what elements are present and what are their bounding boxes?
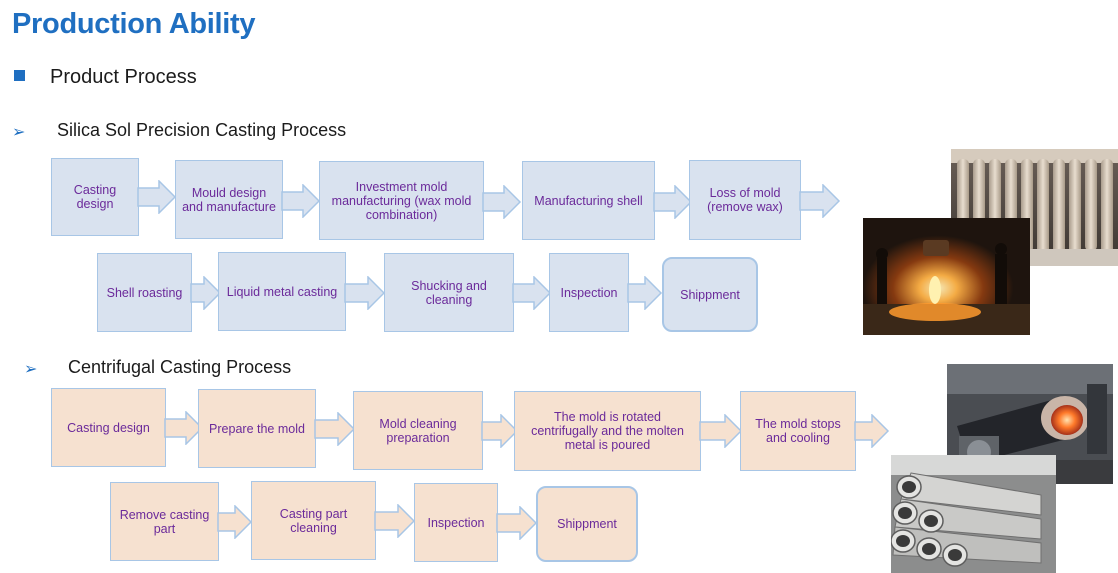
right-arrow-icon (164, 410, 204, 450)
silica-step-loss-of-mold: Loss of mold (remove wax) (689, 160, 801, 240)
right-arrow-icon (344, 275, 386, 315)
right-arrow-icon (137, 179, 177, 219)
square-bullet-icon (14, 70, 25, 81)
silica-step-inspection: Inspection (549, 253, 629, 332)
centrifugal-step-remove-casting: Remove casting part (110, 482, 219, 561)
centrifugal-step-shippment: Shippment (536, 486, 638, 562)
arrow-bullet-icon: ➢ (12, 124, 26, 141)
right-arrow-icon (281, 183, 321, 223)
silica-step-manufacturing-shell: Manufacturing shell (522, 161, 655, 240)
right-arrow-icon (481, 413, 519, 453)
centrifugal-step-rotate-pour: The mold is rotated centrifugally and th… (514, 391, 701, 471)
right-arrow-icon (854, 413, 890, 453)
centrifugal-step-mold-cleaning: Mold cleaning preparation (353, 391, 483, 470)
silica-step-shell-roasting: Shell roasting (97, 253, 192, 332)
centrifugal-step-part-cleaning: Casting part cleaning (251, 481, 376, 560)
silica-process-title: Silica Sol Precision Casting Process (57, 120, 347, 140)
section-heading: Product Process (50, 66, 197, 88)
right-arrow-icon (190, 275, 222, 315)
silica-step-casting-design: Casting design (51, 158, 139, 236)
centrifugal-step-casting-design: Casting design (51, 388, 166, 467)
right-arrow-icon (217, 504, 253, 544)
arrow-bullet-icon: ➢ (24, 361, 38, 378)
right-arrow-icon (314, 411, 356, 451)
right-arrow-icon (627, 275, 663, 315)
page-title: Production Ability (12, 8, 256, 40)
right-arrow-icon (374, 503, 416, 543)
silica-step-shucking-cleaning: Shucking and cleaning (384, 253, 514, 332)
silica-step-investment-mold: Investment mold manufacturing (wax mold … (319, 161, 484, 240)
right-arrow-icon (496, 505, 538, 545)
centrifugal-step-prepare-mold: Prepare the mold (198, 389, 316, 468)
cast-pipes-photo (891, 455, 1056, 573)
centrifugal-step-inspection: Inspection (414, 483, 498, 562)
centrifugal-process-title: Centrifugal Casting Process (68, 357, 292, 377)
metal-pouring-photo (863, 218, 1030, 335)
right-arrow-icon (699, 413, 743, 453)
right-arrow-icon (482, 184, 522, 224)
right-arrow-icon (653, 184, 693, 224)
silica-step-mould-design: Mould design and manufacture (175, 160, 283, 239)
silica-step-shippment: Shippment (662, 257, 758, 332)
right-arrow-icon (512, 275, 552, 315)
centrifugal-step-stops-cooling: The mold stops and cooling (740, 391, 856, 471)
silica-step-liquid-metal-casting: Liquid metal casting (218, 252, 346, 331)
right-arrow-icon (799, 183, 841, 223)
